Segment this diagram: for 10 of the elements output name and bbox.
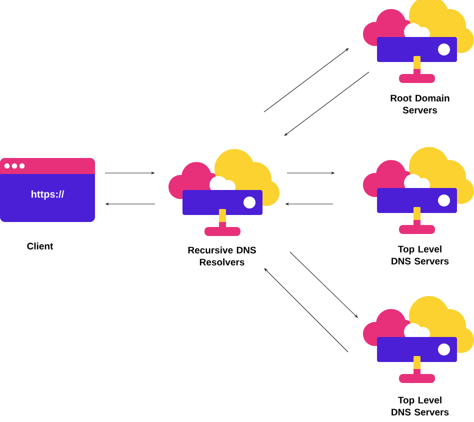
arrow [290, 252, 358, 318]
node-label: Top Level DNS Servers [392, 396, 449, 416]
arrow [264, 48, 349, 112]
node-label: Root Domain Servers [390, 94, 450, 114]
node-label: Top Level DNS Servers [392, 246, 449, 264]
node-label: Recursive DNS Resolvers [188, 246, 256, 266]
arrow [264, 268, 348, 352]
browser-window: https:// [0, 158, 95, 222]
node-label: Client [27, 242, 54, 250]
arrow [284, 72, 370, 136]
